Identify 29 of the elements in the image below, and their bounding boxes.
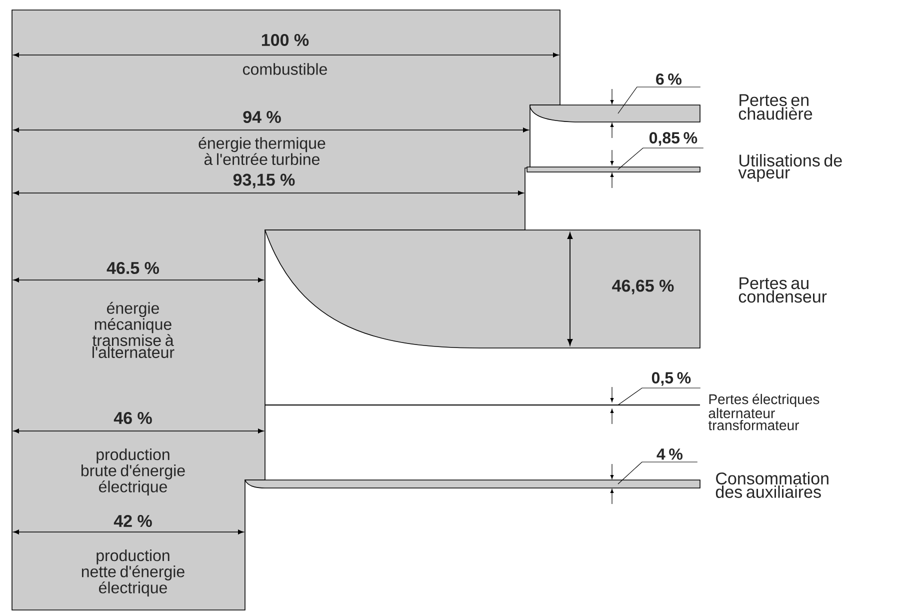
percentage-label: 93,15 % — [233, 174, 295, 188]
percentage-label: 100 % — [262, 34, 309, 46]
leader-line — [618, 388, 701, 406]
flow-label: combustible — [243, 63, 327, 75]
percentage-label: 46,65 % — [612, 280, 674, 294]
loss-band — [244, 480, 700, 488]
flow-label: énergie thermique à l'entrée turbine — [198, 136, 326, 166]
percentage-label: 0,85 % — [649, 132, 698, 146]
flow-label: production brute d'énergie électrique — [81, 448, 185, 496]
loss-label: Pertes au condenseur — [738, 277, 827, 303]
flow-label: production nette d'énergie électrique — [82, 549, 184, 597]
percentage-label: 42 % — [114, 515, 152, 527]
loss-label: Utilisations de vapeur — [738, 154, 842, 182]
loss-band — [526, 166, 700, 172]
leader-line — [618, 148, 704, 170]
percentage-label: 46 % — [114, 412, 152, 424]
leader-line — [618, 86, 701, 114]
percentage-label: 4 % — [656, 448, 682, 460]
loss-band — [264, 230, 700, 348]
loss-band — [530, 104, 700, 122]
flow-label: énergie mécanique transmise à l'alternateur — [92, 302, 174, 358]
percentage-label: 94 % — [243, 110, 281, 124]
loss-label: Consommation des auxiliaires — [716, 472, 828, 498]
loss-label: Pertes en chaudière — [738, 94, 812, 120]
percentage-label: 0,5 % — [652, 372, 691, 386]
percentage-label: 6 % — [656, 73, 682, 85]
leader-line — [618, 462, 698, 484]
percentage-label: 46.5 % — [106, 262, 159, 274]
loss-label: Pertes électriques alternateur transformateur — [708, 394, 820, 430]
